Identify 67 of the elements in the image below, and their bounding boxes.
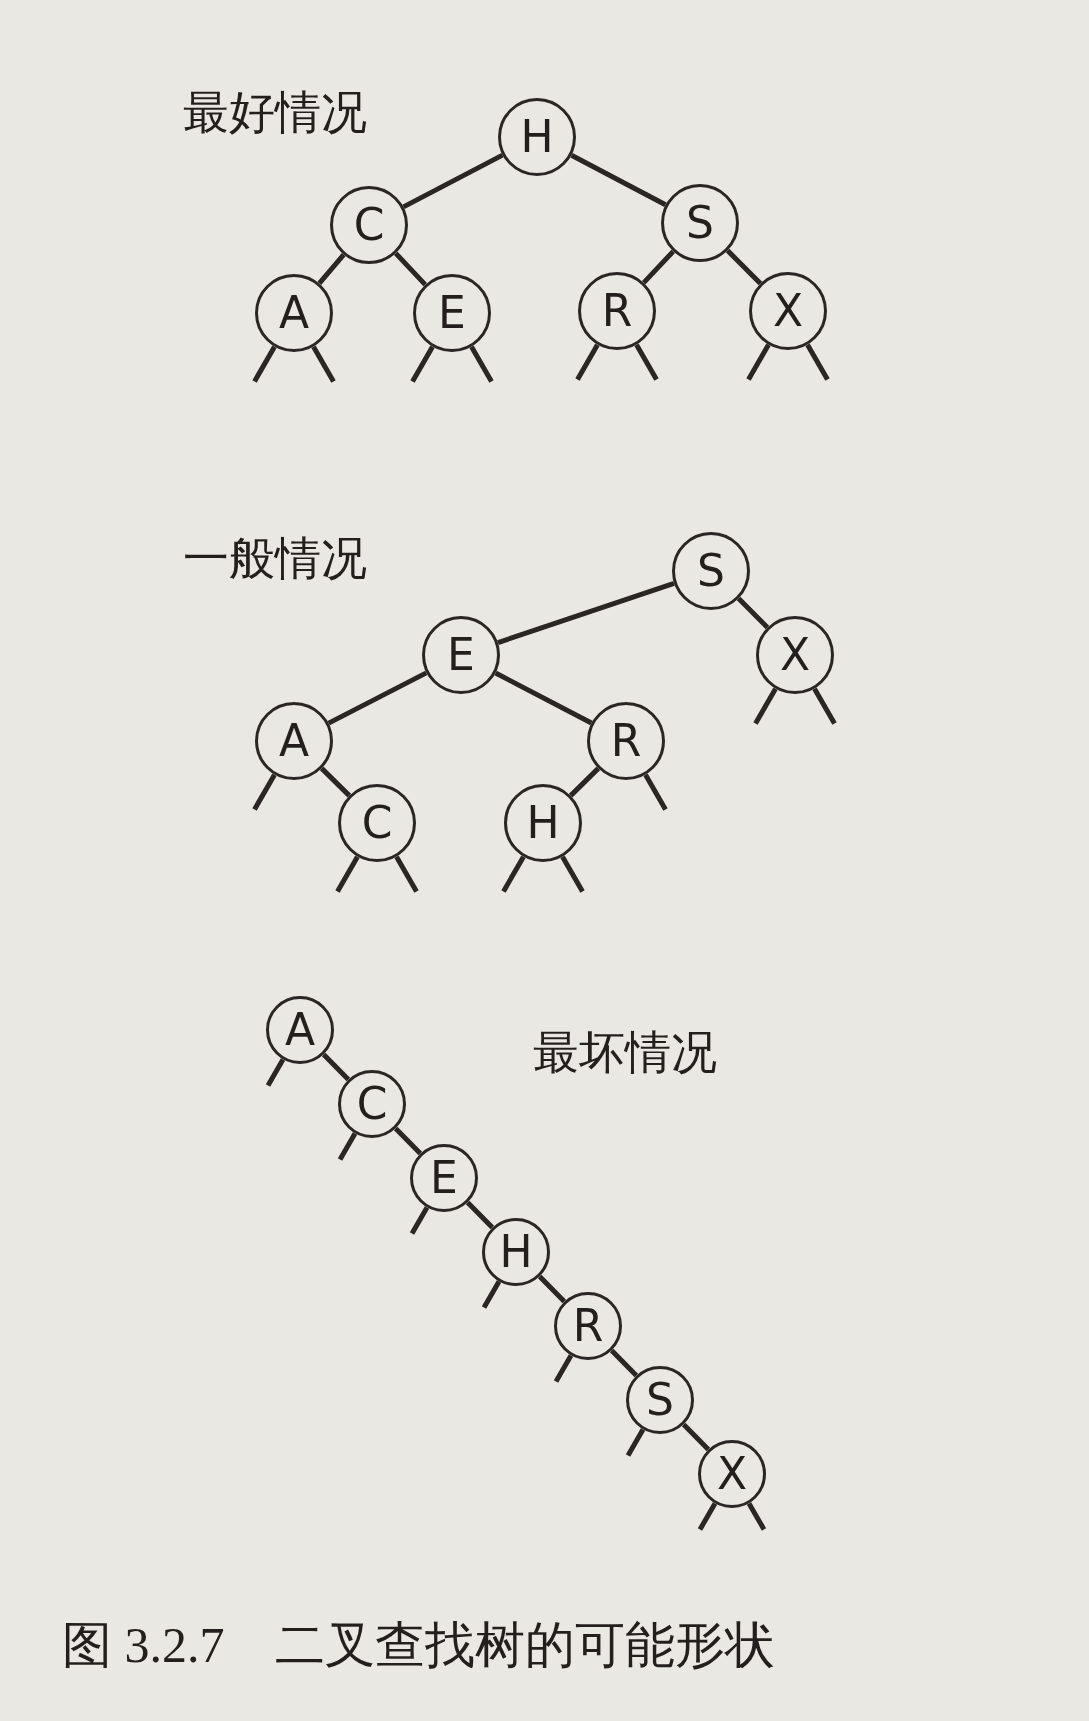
null-link-stub xyxy=(812,687,837,725)
tree-link-line xyxy=(537,1274,567,1304)
null-link-stub xyxy=(746,1502,767,1531)
null-link-stub xyxy=(409,1206,430,1235)
tree-node-circle: E xyxy=(413,274,491,352)
null-link-stub xyxy=(410,345,435,383)
tree-node-circle: E xyxy=(422,616,500,694)
null-link-stub xyxy=(469,345,494,383)
tree-node-circle: H xyxy=(498,98,576,176)
null-link-stub xyxy=(575,343,600,381)
tree-node-circle: X xyxy=(749,272,827,350)
tree-node-circle: S xyxy=(661,184,739,262)
tree-link-line xyxy=(494,670,593,726)
null-link-stub xyxy=(560,855,585,893)
tree-node-circle: A xyxy=(255,274,333,352)
tree-node-circle: E xyxy=(410,1144,478,1212)
null-link-stub xyxy=(634,343,659,381)
figure-caption: 图 3.2.7 二叉查找树的可能形状 xyxy=(62,1616,775,1675)
tree-link-line xyxy=(393,1126,423,1156)
tree-link-line xyxy=(568,766,601,798)
tree-node-circle: S xyxy=(672,532,750,610)
case-heading: 最坏情况 xyxy=(533,1024,717,1081)
tree-link-line xyxy=(642,249,675,285)
tree-node-circle: C xyxy=(330,186,408,264)
null-link-stub xyxy=(252,773,277,811)
null-link-stub xyxy=(501,855,526,893)
tree-node-circle: X xyxy=(756,616,834,694)
tree-node-circle: R xyxy=(554,1292,622,1360)
tree-link-line xyxy=(394,251,427,287)
null-link-stub xyxy=(753,687,778,725)
null-link-stub xyxy=(335,855,360,893)
null-link-stub xyxy=(746,343,771,381)
tree-node-circle: R xyxy=(587,702,665,780)
tree-node-circle: X xyxy=(698,1440,766,1508)
null-link-stub xyxy=(481,1280,502,1309)
tree-link-line xyxy=(402,152,504,210)
tree-link-line xyxy=(321,1052,351,1082)
tree-link-line xyxy=(327,670,428,726)
null-link-stub xyxy=(643,773,668,811)
tree-link-line xyxy=(681,1422,711,1452)
tree-node-circle: S xyxy=(626,1366,694,1434)
tree-link-line xyxy=(725,248,763,286)
tree-link-line xyxy=(497,581,675,645)
null-link-stub xyxy=(553,1354,574,1383)
tree-node-circle: C xyxy=(338,1070,406,1138)
null-link-stub xyxy=(394,855,419,893)
null-link-stub xyxy=(805,343,830,381)
null-link-stub xyxy=(697,1502,718,1531)
tree-node-circle: R xyxy=(578,272,656,350)
null-link-stub xyxy=(252,345,277,383)
tree-link-line xyxy=(319,766,352,798)
tree-link-line xyxy=(570,153,667,207)
tree-node-circle: H xyxy=(504,784,582,862)
null-link-stub xyxy=(265,1058,286,1087)
null-link-stub xyxy=(311,345,336,383)
tree-link-line xyxy=(317,253,346,285)
tree-link-line xyxy=(609,1348,639,1378)
tree-link-line xyxy=(736,596,770,630)
tree-link-line xyxy=(465,1200,495,1230)
tree-node-circle: C xyxy=(338,784,416,862)
case-heading: 最好情况 xyxy=(183,84,367,141)
tree-node-circle: H xyxy=(482,1218,550,1286)
tree-node-circle: A xyxy=(255,702,333,780)
null-link-stub xyxy=(625,1428,646,1457)
null-link-stub xyxy=(337,1132,358,1161)
tree-node-circle: A xyxy=(266,996,334,1064)
case-heading: 一般情况 xyxy=(183,530,367,587)
